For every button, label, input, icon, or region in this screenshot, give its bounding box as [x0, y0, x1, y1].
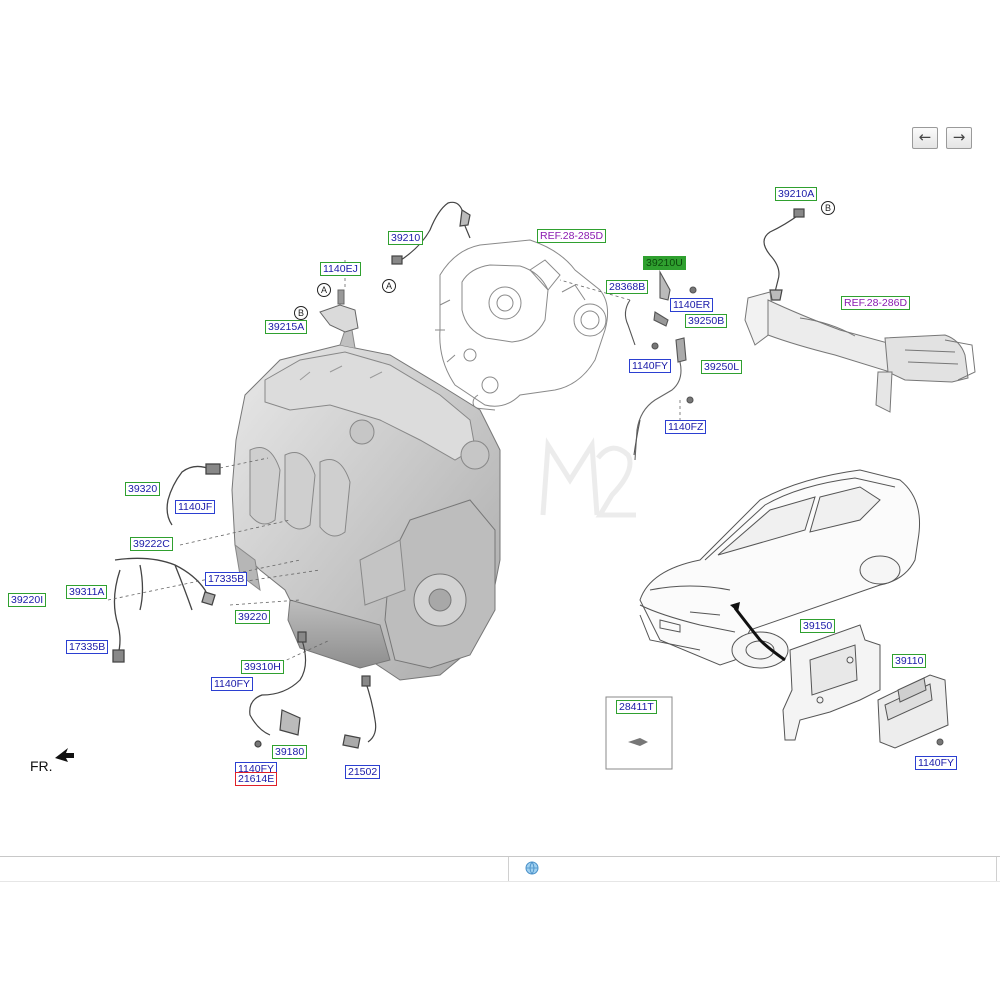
part-39222C-tag[interactable]: 39222C: [130, 537, 173, 551]
part-39320-tag[interactable]: 39320: [125, 482, 161, 496]
globe-icon[interactable]: [525, 861, 539, 875]
previous-page-button[interactable]: ←: [912, 127, 938, 149]
oxygen-sensor-lower: [763, 208, 805, 301]
part-39311A-tag[interactable]: 39311A: [66, 585, 108, 599]
part-28411T-tag[interactable]: 28411T: [616, 700, 657, 714]
ref-28-285D-link[interactable]: REF.28-285D: [537, 229, 607, 243]
part-39180-tag[interactable]: 39180: [272, 745, 308, 759]
part-28368B-tag[interactable]: 28368B: [606, 280, 649, 294]
front-direction-label: FR.: [30, 758, 53, 774]
ecu-bracket-drawing: [782, 624, 881, 741]
part-17335B-upper-tag[interactable]: 17335B: [205, 572, 248, 586]
part-21614E-tag[interactable]: 21614E: [235, 772, 278, 786]
part-39210A-tag[interactable]: 39210A: [775, 187, 818, 201]
part-1140FY-ecu-tag[interactable]: 1140FY: [915, 756, 957, 770]
callout-a-sensor: A: [382, 279, 396, 293]
callout-a-top: A: [317, 283, 331, 297]
part-1140JF-tag[interactable]: 1140JF: [175, 500, 216, 514]
part-39250L-tag[interactable]: 39250L: [701, 360, 743, 374]
crankshaft-sensor-drawing: [249, 631, 307, 748]
watermark-logo: [540, 437, 636, 518]
wiring-harness-drawing: [112, 463, 221, 663]
oxygen-sensor-upper: [391, 201, 471, 265]
part-39110-tag[interactable]: 39110: [892, 654, 927, 668]
part-39220-tag[interactable]: 39220: [235, 610, 271, 624]
ref-28-286D-link[interactable]: REF.28-286D: [841, 296, 911, 310]
part-17335B-lower-tag[interactable]: 17335B: [66, 640, 109, 654]
part-39210U-tag[interactable]: 39210U: [643, 256, 686, 270]
bottom-toolbar: [0, 856, 1000, 882]
engine-block-drawing: [231, 329, 501, 681]
part-1140FY-upper-tag[interactable]: 1140FY: [629, 359, 671, 373]
part-39220I-tag[interactable]: 39220I: [8, 593, 47, 607]
ecu-module-drawing: [877, 674, 949, 749]
oil-level-sensor-drawing: [342, 675, 377, 749]
part-39215A-tag[interactable]: 39215A: [265, 320, 308, 334]
part-1140FY-middle-tag[interactable]: 1140FY: [211, 677, 253, 691]
part-1140EJ-tag[interactable]: 1140EJ: [320, 262, 361, 276]
fr-arrow-icon: [55, 748, 74, 762]
exhaust-pipe-drawing: [744, 291, 976, 413]
next-page-button[interactable]: →: [946, 127, 972, 149]
part-1140FZ-tag[interactable]: 1140FZ: [665, 420, 707, 434]
toolbar-divider-right: [996, 857, 997, 881]
vehicle-drawing: [639, 469, 921, 669]
bracket-drawing: [319, 289, 359, 333]
part-39250B-tag[interactable]: 39250B: [685, 314, 728, 328]
callout-b-left: B: [294, 306, 308, 320]
callout-b-sensor: B: [821, 201, 835, 215]
marker-arrowhead: [730, 602, 740, 612]
ecu-location-marker: [733, 607, 786, 662]
part-39210-tag[interactable]: 39210: [388, 231, 424, 245]
part-39150-tag[interactable]: 39150: [800, 619, 836, 633]
turbocharger-drawing: [435, 239, 609, 411]
part-39310H-tag[interactable]: 39310H: [241, 660, 284, 674]
part-21502-tag[interactable]: 21502: [345, 765, 381, 779]
toolbar-divider: [508, 857, 509, 881]
sensor-bracket-parts: [624, 269, 697, 461]
part-1140ER-tag[interactable]: 1140ER: [670, 298, 714, 312]
